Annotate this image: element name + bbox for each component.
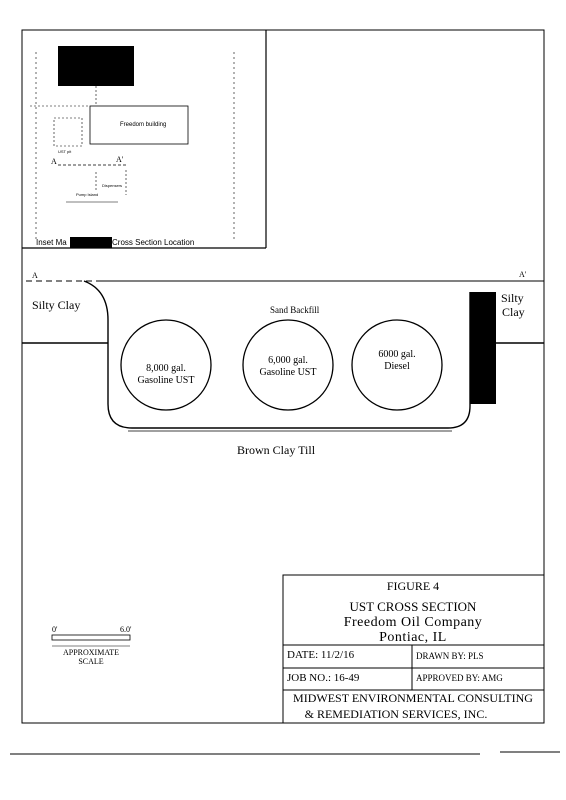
- figure-title: UST CROSS SECTION: [349, 599, 477, 614]
- redacted-block-inset: [58, 46, 134, 86]
- section-marker-a: A: [32, 271, 38, 280]
- inset-ust-pit: [53, 117, 83, 147]
- tank-2-capacity: 6,000 gal.: [268, 355, 308, 366]
- soil-label-right-2: Clay: [502, 305, 525, 319]
- firm-name-line-2: & REMEDIATION SERVICES, INC.: [304, 707, 488, 721]
- site-location: Pontiac, IL: [379, 630, 447, 645]
- inset-small-label: Dispensers: [102, 183, 123, 188]
- drawn-by: DRAWN BY: PLS: [416, 651, 484, 661]
- tank-2-outline: [242, 319, 334, 411]
- excavation-outline: [83, 280, 471, 429]
- inset-caption-suffix: Cross Section Location: [112, 238, 195, 247]
- scale-zero-label: 0': [52, 625, 58, 634]
- section-marker-a-prime: A': [519, 270, 527, 279]
- inset-marker-a: A: [51, 157, 57, 166]
- inset-small-label: UST pit: [58, 149, 72, 154]
- scale-bar: [51, 634, 131, 641]
- inset-small-label: Pump Island: [76, 192, 99, 197]
- drawing-date: DATE: 11/2/16: [287, 649, 355, 661]
- tank-1-capacity: 8,000 gal.: [146, 363, 186, 374]
- bottom-soil-label: Brown Clay Till: [237, 443, 316, 457]
- figure-number: FIGURE 4: [386, 579, 440, 593]
- tank-3-outline: [351, 319, 443, 411]
- tank-1-contents: Gasoline UST: [137, 375, 195, 386]
- inset-building: [89, 105, 189, 145]
- company-name: Freedom Oil Company: [343, 615, 483, 630]
- scale-caption-2: SCALE: [78, 657, 104, 666]
- scale-max-label: 6.0': [120, 625, 132, 634]
- approved-by: APPROVED BY: AMG: [416, 673, 503, 683]
- tank-2-contents: Gasoline UST: [259, 367, 317, 378]
- job-number: JOB NO.: 16-49: [287, 672, 360, 684]
- backfill-label: Sand Backfill: [270, 305, 320, 315]
- inset-building-label: Freedom building: [120, 122, 167, 128]
- redacted-caption-block: [70, 237, 112, 248]
- tank-1-outline: [120, 319, 212, 411]
- scale-caption-1: APPROXIMATE: [62, 648, 120, 657]
- title-block: [282, 574, 545, 724]
- redacted-block-section: [470, 292, 496, 404]
- tank-3-capacity: 6000 gal.: [378, 349, 416, 360]
- soil-label-left: Silty Clay: [32, 298, 81, 312]
- inset-marker-a-prime: A': [116, 155, 124, 164]
- firm-name-line-1: MIDWEST ENVIRONMENTAL CONSULTING: [293, 691, 533, 705]
- inset-caption-prefix: Inset Ma: [36, 238, 67, 247]
- soil-label-right-1: Silty: [501, 291, 524, 305]
- tank-3-contents: Diesel: [384, 361, 410, 372]
